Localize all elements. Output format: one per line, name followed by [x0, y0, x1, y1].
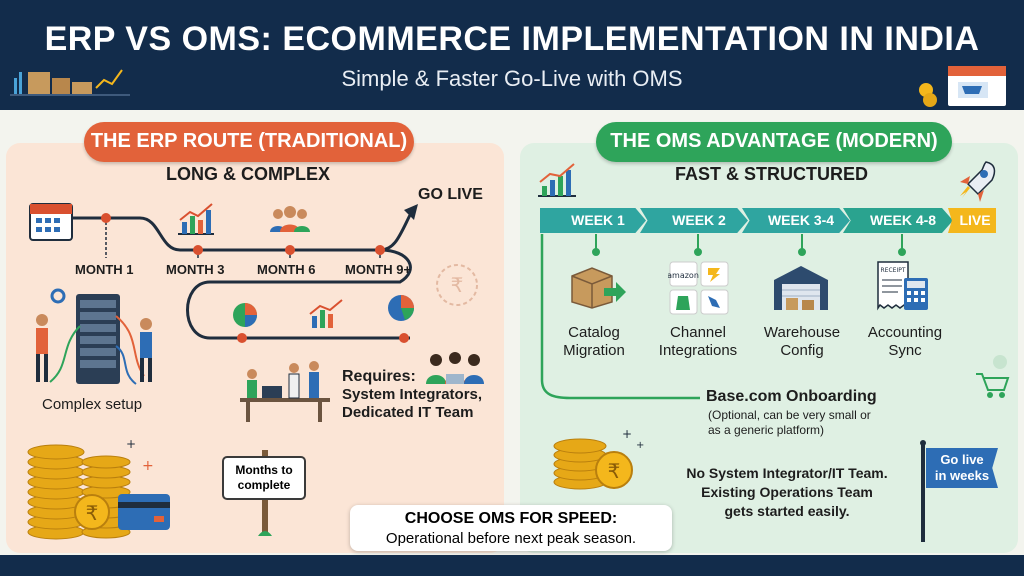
onboarding-note-line1: (Optional, can be very small or	[708, 408, 871, 422]
team-line1: No System Integrator/IT Team.	[686, 465, 888, 481]
timeline-node	[237, 333, 247, 343]
onboarding-note-line2: as a generic platform)	[708, 423, 825, 437]
calendar-icon	[29, 203, 73, 241]
rupee-icon: ₹	[436, 264, 478, 306]
step-warehouse: Warehouse Config	[754, 324, 850, 360]
requires-line1: System Integrators,	[342, 386, 483, 403]
svg-text:+: +	[126, 437, 136, 451]
cta-line1: CHOOSE OMS FOR SPEED:	[404, 510, 618, 527]
onboarding-title: Base.com Onboarding	[706, 388, 877, 405]
week-chevron-3: WEEK 3-4	[742, 208, 850, 233]
cta-line2: Operational before next peak season.	[385, 530, 637, 547]
amazon-logo-text: amazon	[668, 271, 699, 280]
week-chevron-1: WEEK 1	[540, 208, 646, 233]
workers-icon	[240, 361, 330, 422]
requires-line2: Dedicated IT Team	[342, 404, 474, 421]
requires-title: Requires:	[342, 368, 416, 385]
team-icon	[426, 352, 484, 384]
footer-bar	[0, 555, 1024, 576]
sign-line2: complete	[237, 478, 291, 492]
coins-icon: ₹ + +	[553, 428, 644, 490]
step-line1: Warehouse	[763, 324, 841, 341]
cta-box: CHOOSE OMS FOR SPEED: Operational before…	[350, 505, 672, 551]
milestone-label: MONTH 6	[257, 262, 316, 277]
bar-chart-icon	[178, 203, 214, 235]
svg-text:+: +	[636, 440, 644, 451]
team-line2: Existing Operations Team	[701, 484, 873, 500]
page-title: ERP VS OMS: ECOMMERCE IMPLEMENTATION IN …	[44, 20, 980, 58]
step-line1: Channel	[670, 324, 726, 341]
months-sign: Months to complete	[222, 456, 306, 500]
live-chevron: LIVE	[948, 208, 996, 233]
step-line2: Sync	[888, 342, 922, 359]
line-chart-icon	[309, 299, 343, 328]
oms-advantage-pill: THE OMS ADVANTAGE (MODERN)	[596, 122, 952, 162]
pie-chart-icon	[233, 303, 257, 327]
svg-text:+: +	[142, 458, 154, 474]
step-line1: Catalog	[568, 324, 620, 341]
box-icon	[571, 267, 626, 309]
step-line2: Migration	[563, 342, 625, 359]
week-chevron-4: WEEK 4-8	[843, 208, 953, 233]
warehouse-boxes-icon	[10, 69, 130, 96]
svg-text:₹: ₹	[608, 459, 621, 483]
coins-icon: ₹ + +	[27, 437, 170, 540]
milestone-label: MONTH 3	[166, 262, 225, 277]
cart-icon	[976, 355, 1010, 398]
page-subtitle: Simple & Faster Go-Live with OMS	[341, 66, 683, 91]
flag-pole	[920, 440, 926, 542]
step-line2: Config	[780, 342, 824, 359]
complex-setup-label: Complex setup	[42, 396, 143, 413]
timeline-node	[193, 245, 203, 255]
timeline-node	[101, 213, 111, 223]
timeline-node	[399, 333, 409, 343]
step-catalog: Catalog Migration	[548, 324, 640, 360]
timeline-node	[285, 245, 295, 255]
header-banner	[0, 0, 1024, 110]
erp-timeline-path	[70, 204, 418, 343]
svg-text:+: +	[622, 428, 632, 441]
timeline-node	[375, 245, 385, 255]
server-rack-icon	[36, 288, 152, 385]
week-chevron-2: WEEK 2	[640, 208, 748, 233]
step-line2: Integrations	[658, 342, 738, 359]
receipt-icon: RECEIPT	[877, 261, 928, 311]
receipt-label: RECEIPT	[881, 267, 906, 274]
svg-text:₹: ₹	[451, 273, 464, 297]
pie-chart-icon	[388, 295, 414, 321]
go-live-flag: Go live in weeks	[926, 448, 998, 488]
milestone-label: MONTH 1	[75, 262, 134, 277]
warehouse-icon	[774, 266, 828, 310]
sign-line1: Months to	[235, 463, 293, 477]
milestone-label: MONTH 9+	[345, 262, 412, 277]
rocket-icon	[960, 161, 996, 202]
flag-line2: in weeks	[934, 468, 990, 483]
oms-heading: FAST & STRUCTURED	[675, 164, 868, 184]
step-line1: Accounting	[867, 324, 943, 341]
step-accounting: Accounting Sync	[856, 324, 954, 360]
erp-route-pill: THE ERP ROUTE (TRADITIONAL)	[84, 122, 414, 162]
flag-line1: Go live	[940, 452, 984, 467]
step-channel: Channel Integrations	[648, 324, 748, 360]
erp-heading: LONG & COMPLEX	[166, 164, 331, 184]
oms-connectors	[540, 234, 906, 400]
go-live-label: GO LIVE	[418, 186, 483, 203]
team-icon	[270, 206, 310, 232]
channel-logos-icon: amazon	[668, 261, 729, 315]
team-statement: No System Integrator/IT Team. Existing O…	[652, 464, 922, 521]
store-icon	[919, 66, 1006, 107]
growth-chart-icon	[538, 163, 576, 197]
team-line3: gets started easily.	[724, 503, 850, 519]
svg-text:₹: ₹	[86, 501, 99, 525]
